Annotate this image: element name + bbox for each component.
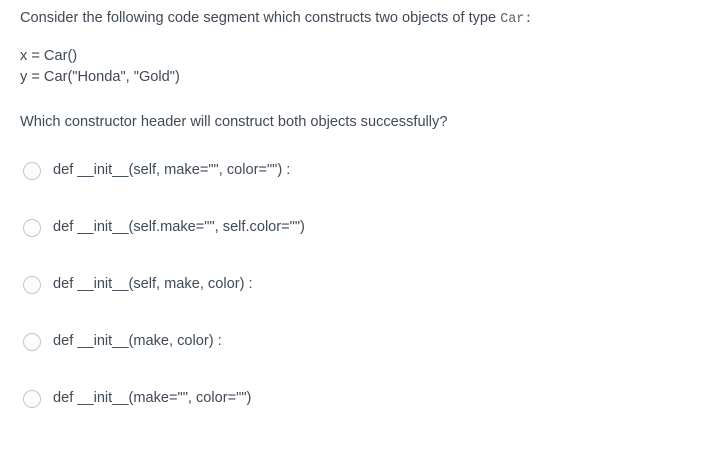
- radio-button-icon-a[interactable]: [23, 162, 41, 180]
- answer-options-group: def __init__(self, make="", color="") : …: [0, 160, 705, 445]
- radio-button-icon-b[interactable]: [23, 219, 41, 237]
- radio-button-icon-e[interactable]: [23, 390, 41, 408]
- question-stem-inline-code: Car:: [500, 12, 533, 27]
- answer-option-a[interactable]: def __init__(self, make="", color="") :: [0, 160, 705, 217]
- question-prompt: Which constructor header will construct …: [20, 114, 448, 130]
- answer-option-label-c: def __init__(self, make, color) :: [53, 276, 253, 292]
- code-line-1: x = Car(): [20, 48, 78, 64]
- question-stem-text: Consider the following code segment whic…: [20, 10, 501, 26]
- answer-option-b[interactable]: def __init__(self.make="", self.color=""…: [0, 217, 705, 274]
- answer-option-d[interactable]: def __init__(make, color) :: [0, 331, 705, 388]
- code-line-2: y = Car("Honda", "Gold"): [20, 69, 180, 85]
- question-stem: Consider the following code segment whic…: [20, 8, 690, 30]
- radio-button-icon-c[interactable]: [23, 276, 41, 294]
- answer-option-label-a: def __init__(self, make="", color="") :: [53, 162, 291, 178]
- answer-option-label-b: def __init__(self.make="", self.color=""…: [53, 219, 305, 235]
- answer-option-label-d: def __init__(make, color) :: [53, 333, 222, 349]
- code-block: x = Car() y = Car("Honda", "Gold"): [20, 46, 180, 88]
- answer-option-c[interactable]: def __init__(self, make, color) :: [0, 274, 705, 331]
- answer-option-label-e: def __init__(make="", color=""): [53, 390, 252, 406]
- radio-button-icon-d[interactable]: [23, 333, 41, 351]
- answer-option-e[interactable]: def __init__(make="", color=""): [0, 388, 705, 445]
